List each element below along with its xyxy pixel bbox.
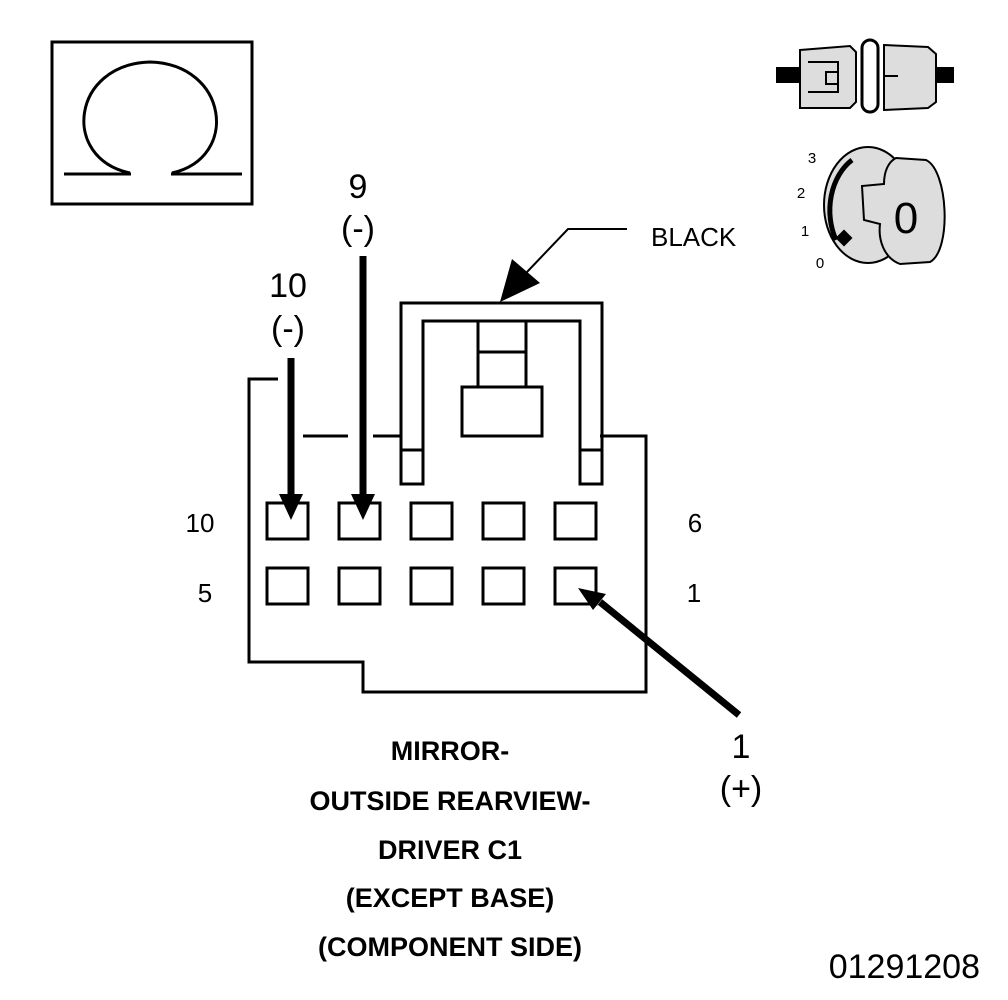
pin-1-callout: 1 (+): [578, 588, 762, 808]
connector-color-label: BLACK: [651, 222, 737, 252]
pin-10-number: 10: [269, 267, 307, 305]
ignition-position-0: 0: [816, 255, 824, 272]
ohm-icon: [64, 60, 242, 176]
pin-10-callout: 10 (-): [269, 267, 307, 520]
caption-line-4: (EXCEPT BASE): [346, 883, 555, 913]
caption-line-5: (COMPONENT SIDE): [318, 932, 582, 962]
connector-caption: MIRROR- OUTSIDE REARVIEW- DRIVER C1 (EXC…: [310, 736, 591, 962]
cavity-grid: [265, 501, 598, 606]
pin-9-callout: 9 (-): [341, 168, 375, 520]
caption-line-2: OUTSIDE REARVIEW-: [310, 786, 591, 816]
pin-1-number: 1: [732, 728, 751, 766]
cavity-7: [481, 501, 526, 541]
row-label-bottom-left: 5: [198, 578, 212, 608]
pin-9-polarity: (-): [341, 210, 375, 248]
cavity-5: [265, 566, 310, 606]
caption-line-1: MIRROR-: [391, 736, 509, 766]
pin-1-polarity: (+): [720, 770, 763, 808]
color-callout: BLACK: [500, 222, 737, 302]
ignition-position-3: 3: [808, 150, 816, 167]
connector-icon: [776, 38, 954, 114]
cavity-2: [481, 566, 526, 606]
pin-9-number: 9: [349, 168, 368, 206]
row-label-top-left: 10: [186, 508, 215, 538]
cavity-8: [409, 501, 454, 541]
row-label-top-right: 6: [688, 508, 702, 538]
ohm-symbol-box: [50, 40, 254, 206]
ignition-position-1: 1: [801, 223, 809, 240]
ignition-position-2: 2: [797, 185, 805, 202]
row-label-bottom-right: 1: [687, 578, 701, 608]
cavity-3: [409, 566, 454, 606]
cavity-6: [553, 501, 598, 541]
figure-id: 01291208: [829, 948, 980, 986]
connector-body: [247, 377, 648, 694]
ignition-key-icon: 0 3 2 1 0: [797, 146, 946, 272]
key-label: 0: [894, 194, 918, 243]
locking-tab: [399, 301, 604, 486]
pin-10-polarity: (-): [271, 310, 305, 348]
cavity-4: [337, 566, 382, 606]
cavity-1: [553, 566, 598, 606]
caption-line-3: DRIVER C1: [378, 835, 522, 865]
